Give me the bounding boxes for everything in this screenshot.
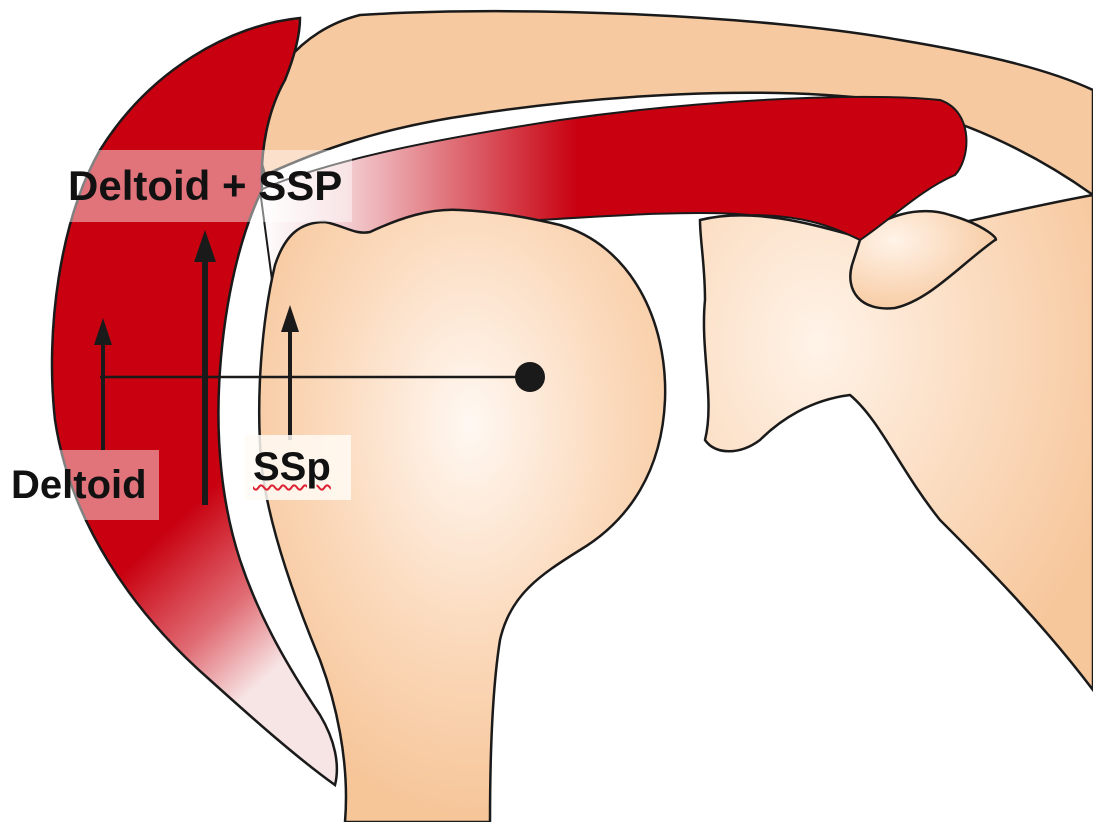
deltoid-ssp-label: Deltoid + SSP [58,150,352,222]
deltoid-label: Deltoid [5,450,159,520]
ssp-label: SSp [245,435,351,500]
ssp-label-text: SSp [253,445,331,489]
rotation-center-dot [515,362,545,392]
